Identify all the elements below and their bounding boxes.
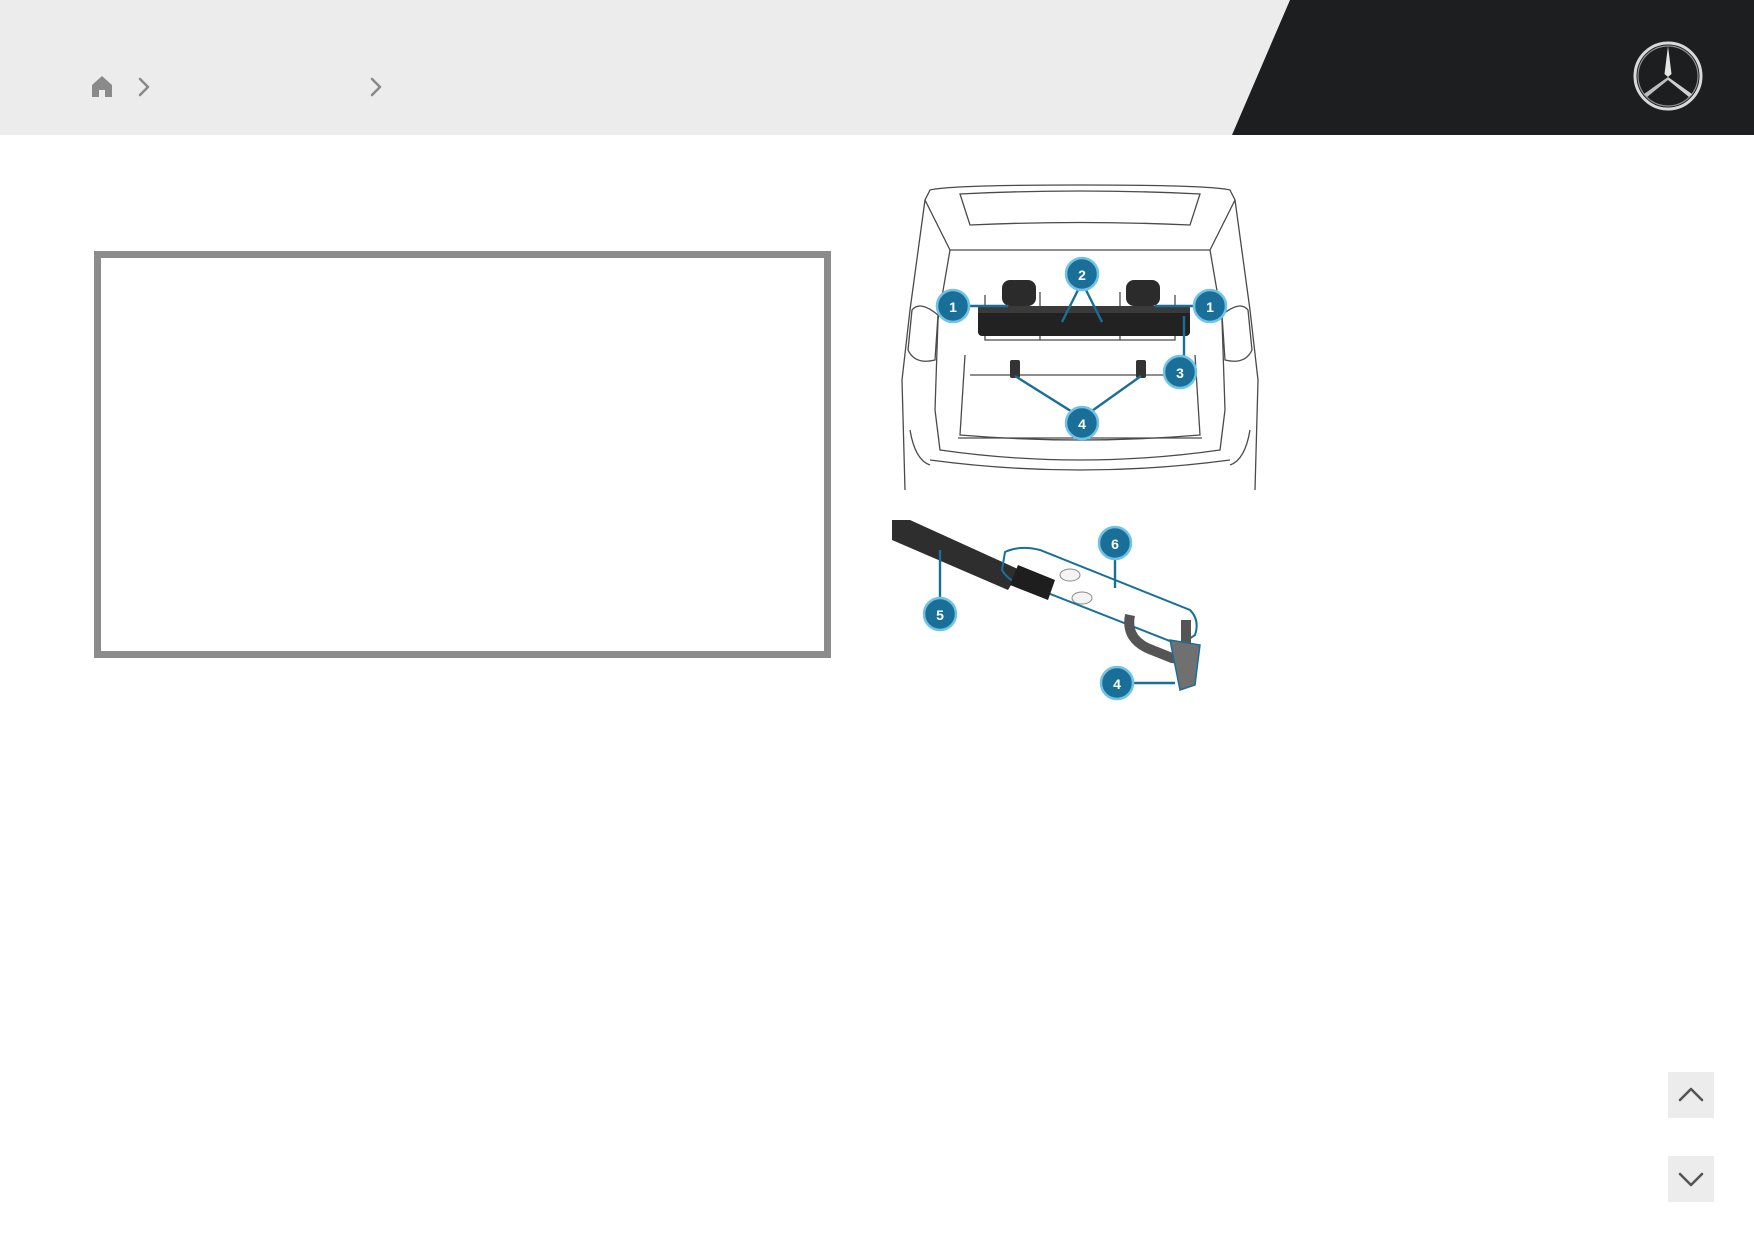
callout-4-detail: 4 — [1099, 665, 1135, 701]
chevron-right-icon — [370, 77, 382, 97]
chevron-up-icon — [1678, 1087, 1704, 1102]
chevron-right-icon — [138, 77, 150, 97]
callout-5: 5 — [922, 596, 958, 632]
svg-text:4: 4 — [1078, 416, 1086, 432]
svg-text:5: 5 — [936, 607, 944, 623]
callout-6: 6 — [1097, 525, 1133, 561]
callout-2: 2 — [1064, 256, 1100, 292]
scroll-down-button[interactable] — [1668, 1156, 1714, 1202]
scroll-up-button[interactable] — [1668, 1072, 1714, 1118]
svg-text:1: 1 — [1206, 299, 1214, 315]
home-icon[interactable] — [88, 72, 116, 100]
svg-text:2: 2 — [1078, 267, 1086, 283]
mercedes-star-logo — [1633, 41, 1703, 111]
note-box — [94, 251, 831, 658]
svg-text:3: 3 — [1176, 365, 1184, 381]
svg-text:4: 4 — [1113, 676, 1121, 692]
luggage-compartment-illustration: 1 2 1 3 4 — [901, 184, 1259, 491]
callout-3: 3 — [1162, 354, 1198, 390]
callout-1-left: 1 — [935, 288, 971, 324]
tie-down-strap-illustration: 6 5 4 — [892, 520, 1201, 701]
header-dark-panel — [1232, 0, 1754, 135]
chevron-down-icon — [1678, 1172, 1704, 1187]
callout-1-right: 1 — [1192, 288, 1228, 324]
svg-text:1: 1 — [949, 299, 957, 315]
svg-text:6: 6 — [1111, 536, 1119, 552]
callout-4: 4 — [1064, 405, 1100, 441]
